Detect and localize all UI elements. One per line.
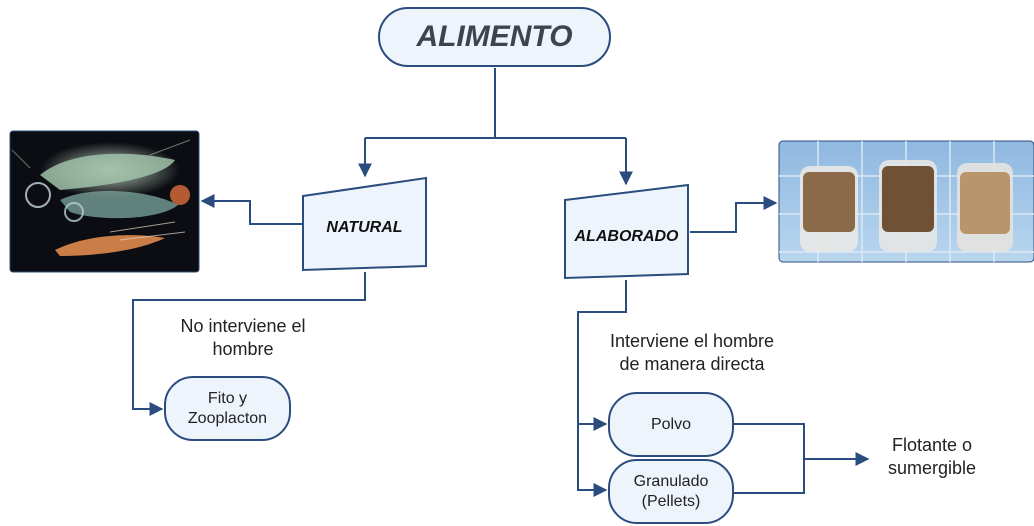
alaborado-note: Interviene el hombre de manera directa: [609, 331, 775, 374]
polvo-label: Polvo: [650, 415, 692, 433]
natural-note: No interviene el hombre: [180, 316, 306, 359]
title-pill: [378, 7, 611, 67]
alaborado-box: [564, 183, 689, 280]
natural-box: [302, 176, 427, 272]
plankton-photo: [9, 130, 200, 273]
connector-natural-to-photo: [200, 194, 302, 225]
title-label: ALIMENTO: [416, 20, 573, 53]
polvo-pill: [608, 392, 734, 457]
connectors: [132, 68, 870, 497]
connector-alaborado-to-photo: [690, 196, 778, 233]
connector-polvo-merge: [734, 423, 805, 494]
connector-natural-to-fito: [132, 272, 366, 416]
granulado-label: Granulado (Pellets): [633, 472, 709, 510]
result-label: Flotante o sumergible: [887, 435, 977, 478]
connector-alaborado-to-leaves: [577, 280, 627, 497]
alaborado-label: ALABORADO: [574, 228, 679, 245]
fito-label: Fito y Zooplacton: [187, 389, 268, 427]
pellets-photo: [778, 140, 1034, 263]
granulado-pill: [608, 459, 734, 524]
fito-pill: [164, 376, 291, 441]
natural-label: NATURAL: [326, 219, 403, 236]
